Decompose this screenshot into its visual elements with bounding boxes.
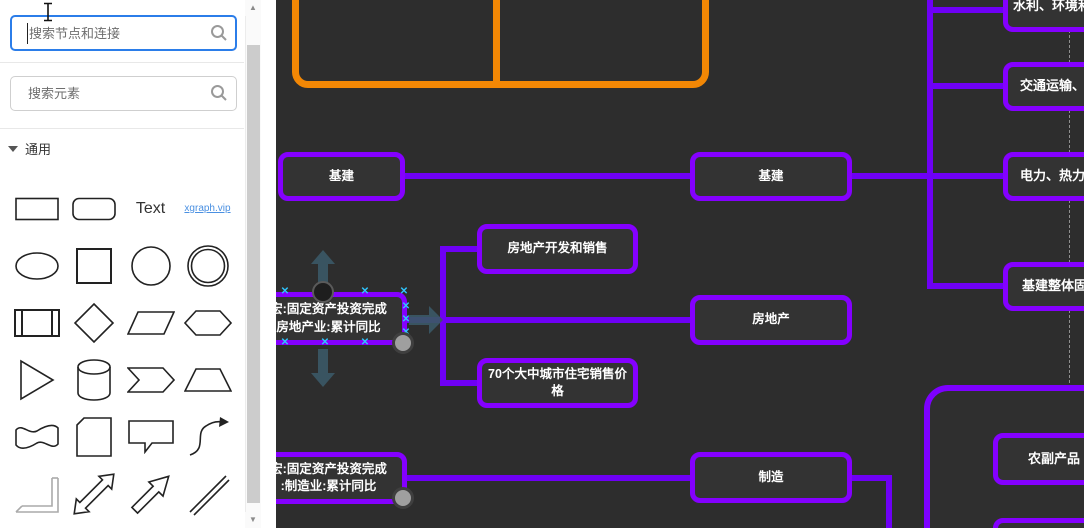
connection-point-icon[interactable]: ✕	[320, 337, 330, 348]
connection-point-icon[interactable]: ✕	[360, 286, 370, 297]
connection-point-icon[interactable]: ✕	[401, 301, 411, 312]
node-hong-fangdichan-selected[interactable]: 宏:固定资产投资完成 房地产业:累计同比	[276, 292, 407, 345]
edge-stub-jijianzhengti[interactable]	[927, 283, 1008, 289]
section-header-general[interactable]: 通用	[8, 139, 238, 159]
connection-point-icon[interactable]: ✕	[399, 286, 409, 297]
edge-hong-zhizao[interactable]	[404, 475, 694, 481]
double-circle-shape[interactable]	[179, 237, 236, 294]
node-jijian-right[interactable]: 基建	[690, 152, 852, 201]
node-nongfu-chanpin[interactable]: 农副产品	[993, 433, 1084, 485]
link-shape[interactable]: xgraph.vip	[184, 203, 231, 214]
divider	[0, 128, 244, 129]
bidirectional-arrow-shape[interactable]	[65, 465, 122, 522]
edge-branch-bottom[interactable]	[440, 380, 481, 386]
orange-group-container[interactable]	[292, 0, 709, 88]
edge-branch-top[interactable]	[440, 246, 481, 252]
process-shape[interactable]	[8, 294, 65, 351]
curved-arrow-shape[interactable]	[179, 408, 236, 465]
edge-hong-fangdichan[interactable]	[404, 317, 694, 323]
step-shape[interactable]	[122, 351, 179, 408]
direction-arrow-right-icon[interactable]	[409, 306, 443, 334]
node-handle-circle[interactable]	[392, 332, 414, 354]
orange-group-divider	[493, 0, 500, 81]
trapezoid-shape[interactable]	[179, 351, 236, 408]
connection-point-icon[interactable]: ✕	[360, 337, 370, 348]
triangle-shape[interactable]	[8, 351, 65, 408]
shape-sidebar: 通用 Text xgraph.vip	[0, 0, 245, 528]
shape-search-input[interactable]	[10, 76, 237, 111]
edge-branch-vertical[interactable]	[440, 246, 446, 386]
node-jijian-left[interactable]: 基建	[278, 152, 405, 201]
rectangle-shape[interactable]	[8, 180, 65, 237]
rounded-rectangle-shape[interactable]	[65, 180, 122, 237]
connection-point-icon[interactable]: ✕	[280, 286, 290, 297]
node-fangdichan-kaifa[interactable]: 房地产开发和销售	[477, 224, 638, 274]
direction-arrow-up-icon[interactable]	[311, 250, 335, 288]
divider	[0, 62, 244, 63]
collapse-triangle-icon	[8, 146, 18, 152]
node-hong-zhizao[interactable]: 宏:固定资产投资完成 :制造业:累计同比	[276, 452, 407, 504]
corner-shape[interactable]	[8, 465, 65, 522]
edge-stub-shuili[interactable]	[927, 7, 1008, 13]
line-shape[interactable]	[179, 465, 236, 522]
node-dianli-reli[interactable]: 电力、热力	[1003, 152, 1084, 201]
scroll-up-icon[interactable]: ▲	[245, 0, 261, 16]
edge-jijian-jijian[interactable]	[402, 173, 694, 179]
node-70-cities[interactable]: 70个大中城市住宅销售价格	[477, 358, 638, 408]
connection-hover-circle[interactable]	[312, 281, 334, 303]
card-shape[interactable]	[65, 408, 122, 465]
parallelogram-shape[interactable]	[122, 294, 179, 351]
search-icon	[211, 25, 227, 41]
text-shape[interactable]: Text	[135, 199, 166, 217]
tape-shape[interactable]	[8, 408, 65, 465]
node-partial-bottom[interactable]	[993, 518, 1084, 528]
node-zhizao[interactable]: 制造	[690, 452, 852, 503]
arrow-shape[interactable]	[122, 465, 179, 522]
scrollbar-thumb[interactable]	[247, 45, 260, 503]
node-jijian-zhengti[interactable]: 基建整体固定	[1003, 262, 1084, 311]
node-shuili-huanjing[interactable]: 水利、环境和	[1003, 0, 1084, 32]
diamond-shape[interactable]	[65, 294, 122, 351]
node-jiaotong-yunshu[interactable]: 交通运输、	[1003, 62, 1084, 111]
ellipse-shape[interactable]	[8, 237, 65, 294]
shape-palette: Text xgraph.vip	[8, 180, 236, 522]
text-caret	[27, 23, 28, 44]
hexagon-shape[interactable]	[179, 294, 236, 351]
node-handle-circle[interactable]	[392, 487, 414, 509]
connection-point-icon[interactable]: ✕	[401, 314, 411, 325]
scroll-down-icon[interactable]: ▼	[245, 512, 261, 528]
edge-zhizao-right[interactable]	[848, 475, 892, 481]
edge-stub-jiaotong[interactable]	[927, 83, 1008, 89]
edge-trunk-vertical[interactable]	[927, 0, 933, 289]
section-label: 通用	[25, 142, 52, 157]
circle-shape[interactable]	[122, 237, 179, 294]
panel-gutter	[261, 0, 534, 528]
cylinder-shape[interactable]	[65, 351, 122, 408]
search-icon	[211, 85, 227, 101]
callout-shape[interactable]	[122, 408, 179, 465]
direction-arrow-down-icon[interactable]	[311, 349, 335, 387]
node-fangdichan[interactable]: 房地产	[690, 295, 852, 345]
square-shape[interactable]	[65, 237, 122, 294]
diagram-canvas[interactable]: 基建 房地产开发和销售 宏:固定资产投资完成 房地产业:累计同比 70个大中城市…	[276, 0, 1084, 528]
ibeam-cursor	[44, 2, 52, 22]
edge-zhizao-down[interactable]	[886, 475, 892, 528]
connection-point-icon[interactable]: ✕	[280, 337, 290, 348]
